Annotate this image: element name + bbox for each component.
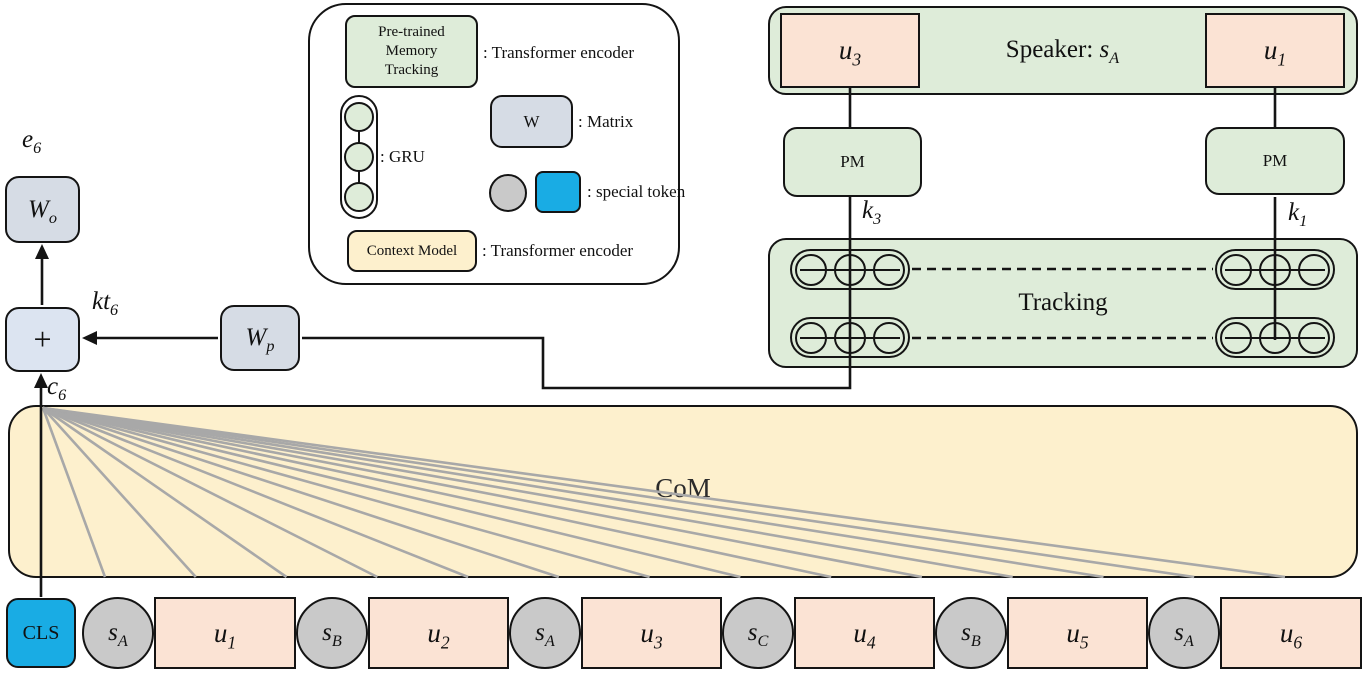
- legend-cls-token-square: [535, 171, 581, 213]
- kt6-label: kt6: [92, 288, 119, 319]
- gru-cell-circle: [1298, 253, 1330, 286]
- arrowhead-into-wo: [35, 244, 49, 259]
- wo-matrix-box: Wo: [5, 176, 80, 243]
- gru-cell-circle: [873, 321, 905, 354]
- wo-label: Wo: [28, 195, 57, 227]
- legend-pretrained-memory-tracking-box: Pre-trained Memory Tracking: [345, 15, 478, 88]
- legend-pmt-line3: Tracking: [384, 61, 439, 78]
- legend-context-model-box: Context Model: [347, 230, 477, 272]
- c6-label: c6: [47, 373, 67, 404]
- tracking-panel-label: Tracking: [1018, 289, 1108, 316]
- wp-matrix-box: Wp: [220, 305, 300, 371]
- utterance-token-u4: u4: [794, 597, 935, 669]
- legend-gru-text: : GRU: [380, 147, 425, 166]
- arrowhead-into-sum-bottom: [34, 373, 48, 388]
- legend-matrix-box: W: [490, 95, 573, 148]
- gru-cell-circle: [795, 253, 827, 286]
- pm-right-label: PM: [1262, 151, 1288, 170]
- e6-label: e6: [22, 126, 42, 157]
- utterance-token-u6: u6: [1220, 597, 1362, 669]
- speaker-token-sB-2: sB: [935, 597, 1007, 669]
- legend-transformer-encoder-text-1: : Transformer encoder: [483, 43, 635, 62]
- gru-cell-circle: [834, 321, 866, 354]
- speaker-panel-title: Speaker: sA: [1005, 36, 1120, 67]
- memory-u1-label: u1: [1263, 35, 1287, 70]
- arrowhead-into-sum-right: [82, 331, 97, 345]
- plus-sign: +: [33, 321, 52, 357]
- gru-cell-circle: [1259, 253, 1291, 286]
- legend-matrix-label: W: [523, 111, 540, 131]
- legend-context-model-label: Context Model: [366, 242, 458, 259]
- utterance-token-u2: u2: [368, 597, 509, 669]
- pm-left-box: PM: [783, 127, 922, 197]
- utterance-token-u5: u5: [1007, 597, 1148, 669]
- wp-label: Wp: [245, 324, 275, 355]
- legend-special-token-text: : special token: [587, 182, 686, 201]
- gru-unit-top-right: [1215, 249, 1335, 290]
- gru-cell-circle: [795, 321, 827, 354]
- pm-left-label: PM: [840, 152, 865, 171]
- cls-token-label: CLS: [22, 621, 60, 644]
- pm-right-box: PM: [1205, 127, 1345, 195]
- com-label: CoM: [655, 473, 711, 503]
- gru-cell-circle: [344, 142, 374, 172]
- gru-cell-circle: [834, 253, 866, 286]
- memory-u3-box: u3: [780, 13, 920, 88]
- gru-cell-circle: [1220, 321, 1252, 354]
- utterance-token-u1: u1: [154, 597, 296, 669]
- legend-transformer-encoder-text-2: : Transformer encoder: [482, 241, 634, 260]
- legend-pmt-line2: Memory: [385, 43, 438, 60]
- utterance-token-u3: u3: [581, 597, 722, 669]
- legend-pmt-line1: Pre-trained: [378, 24, 445, 41]
- gru-cell-circle: [1220, 253, 1252, 286]
- speaker-token-sC: sC: [722, 597, 794, 669]
- cls-token: CLS: [6, 598, 76, 668]
- gru-cell-circle: [344, 102, 374, 132]
- speaker-token-sA-2: sA: [509, 597, 581, 669]
- speaker-token-sA-1: sA: [82, 597, 154, 669]
- gru-cell-circle: [1298, 321, 1330, 354]
- memory-u1-box: u1: [1205, 13, 1345, 88]
- legend-gru-unit: [340, 95, 378, 219]
- sum-box: +: [5, 307, 80, 372]
- gru-unit-top-left: [790, 249, 910, 290]
- gru-cell-circle: [344, 182, 374, 212]
- memory-u3-label: u3: [838, 35, 862, 70]
- k3-label: k3: [862, 197, 882, 228]
- gru-cell-circle: [1259, 321, 1291, 354]
- legend-matrix-text: : Matrix: [578, 112, 634, 131]
- speaker-token-sB-1: sB: [296, 597, 368, 669]
- gru-unit-bottom-right: [1215, 317, 1335, 358]
- tracking-panel: [768, 238, 1358, 368]
- legend-speaker-token-circle: [489, 174, 527, 212]
- gru-cell-circle: [873, 253, 905, 286]
- k1-label: k1: [1288, 199, 1308, 230]
- gru-unit-bottom-left: [790, 317, 910, 358]
- speaker-token-sA-3: sA: [1148, 597, 1220, 669]
